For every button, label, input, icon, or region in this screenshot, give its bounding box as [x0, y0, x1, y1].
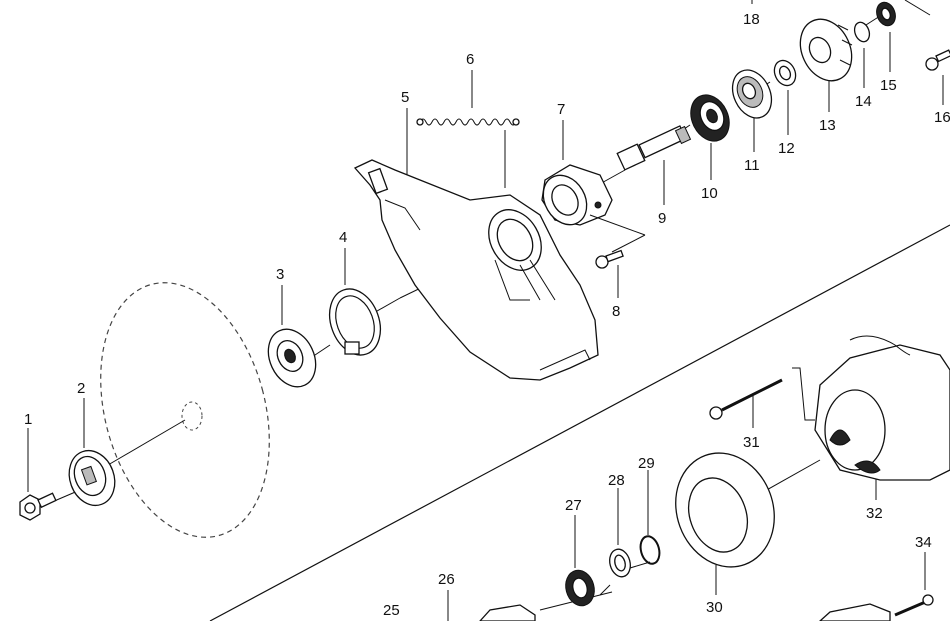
part-9-spindle	[616, 125, 692, 205]
callout-26: 26	[438, 571, 455, 588]
callout-30: 30	[706, 599, 723, 616]
callout-16: 16	[934, 109, 950, 126]
part-10-ball-bearing	[690, 94, 730, 180]
part-partial-bottom	[819, 603, 891, 621]
part-15-bearing	[876, 1, 896, 72]
part-14-retaining-ring	[853, 21, 871, 88]
callout-labels: 1 2 3 4 5 6 7 8 9 10 11 12 13 14 15 16 1…	[24, 11, 950, 619]
part-29-o-ring	[639, 470, 661, 565]
saw-blade-outline	[100, 282, 270, 538]
callout-14: 14	[855, 93, 872, 110]
part-1-bolt	[19, 428, 57, 521]
callout-5: 5	[401, 89, 409, 106]
part-11-bearing-retainer	[731, 69, 773, 152]
part-7-bearing-box	[541, 120, 613, 226]
part-26-armature	[447, 590, 536, 621]
callout-6: 6	[466, 51, 474, 68]
part-12-washer	[773, 59, 797, 135]
callout-28: 28	[608, 472, 625, 489]
callout-11: 11	[744, 157, 760, 174]
part-2-outer-flange	[68, 398, 116, 507]
part-4-retaining-ring	[328, 248, 382, 356]
part-34-screw	[894, 552, 934, 617]
callout-18: 18	[743, 11, 760, 28]
callout-9: 9	[658, 210, 666, 227]
section-divider-line	[209, 224, 950, 621]
callout-2: 2	[77, 380, 85, 397]
callout-13: 13	[819, 117, 836, 134]
callout-15: 15	[880, 77, 897, 94]
callout-4: 4	[339, 229, 347, 246]
part-31-long-bolt	[709, 367, 815, 428]
callout-29: 29	[638, 455, 655, 472]
callout-8: 8	[612, 303, 620, 320]
callout-10: 10	[701, 185, 718, 202]
part-13-gear	[799, 18, 853, 112]
part-5-blade-guard	[353, 108, 599, 381]
part-3-inner-flange	[267, 285, 317, 388]
callout-31: 31	[743, 434, 760, 451]
callout-25: 25	[383, 602, 400, 619]
callout-27: 27	[565, 497, 582, 514]
part-30-housing	[675, 452, 775, 595]
part-8-screw	[589, 214, 646, 298]
callout-34: 34	[915, 534, 932, 551]
part-32-field-stator	[814, 335, 950, 500]
callout-3: 3	[276, 266, 284, 283]
part-27-bearing	[565, 515, 595, 607]
callout-12: 12	[778, 140, 795, 157]
part-16-screw	[925, 49, 950, 105]
part-28-washer	[609, 488, 631, 578]
callout-32: 32	[866, 505, 883, 522]
part-18-leader	[751, 0, 931, 16]
callout-1: 1	[24, 411, 32, 428]
part-6-spring	[416, 70, 520, 188]
callout-7: 7	[557, 101, 565, 118]
